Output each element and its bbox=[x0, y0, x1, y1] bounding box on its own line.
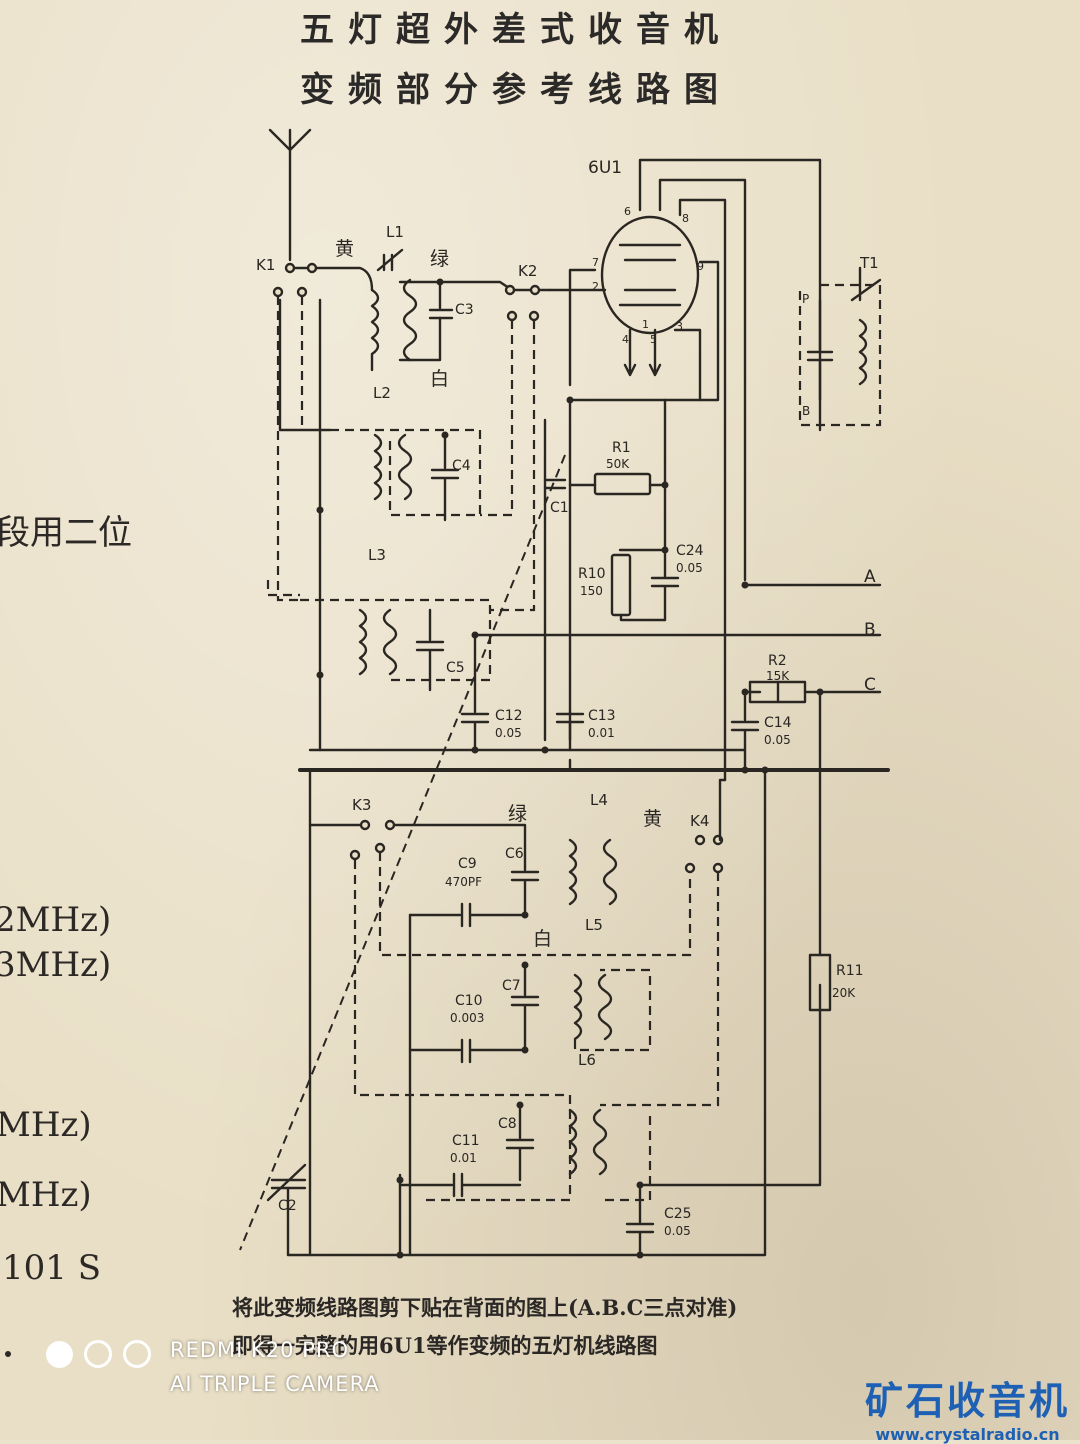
resistor-r10-label: R10 bbox=[578, 566, 606, 582]
coil-l3-label: L3 bbox=[368, 546, 386, 564]
site-logo-url: www.crystalradio.cn bbox=[875, 1425, 1060, 1444]
margin-fragment-6: 101 S bbox=[2, 1248, 101, 1288]
cap-c14-label: C14 bbox=[764, 715, 792, 731]
terminal-c-label: C bbox=[864, 675, 876, 695]
cap-c5-label: C5 bbox=[446, 660, 465, 676]
cap-c3-label: C3 bbox=[455, 302, 474, 318]
coil-l6-label: L6 bbox=[578, 1051, 596, 1069]
cap-c13-value: 0.01 bbox=[588, 726, 615, 740]
cap-c14-value: 0.05 bbox=[764, 733, 791, 747]
switch-k4-label: K4 bbox=[690, 812, 709, 830]
resistor-r1-label: R1 bbox=[612, 440, 631, 456]
tube-pin-6: 6 bbox=[624, 205, 631, 218]
cap-c13-label: C13 bbox=[588, 708, 616, 724]
resistor-r2-label: R2 bbox=[768, 653, 787, 669]
resistor-r11-value: 20K bbox=[832, 986, 856, 1000]
cap-c7-label: C7 bbox=[502, 978, 521, 994]
cap-c10-value: 0.003 bbox=[450, 1011, 484, 1025]
cap-c1-label: C1 bbox=[550, 500, 569, 516]
switch-k3-label: K3 bbox=[352, 796, 371, 814]
margin-fragment-3: 3MHz) bbox=[0, 945, 112, 985]
margin-fragment-2: 2MHz) bbox=[0, 900, 112, 940]
instruction-note-2: 即得一完整的用6U1等作变频的五灯机线路图 bbox=[232, 1333, 658, 1358]
margin-fragment-5: MHz) bbox=[0, 1175, 92, 1215]
cap-c9-value: 470PF bbox=[445, 875, 482, 889]
resistor-r11-label: R11 bbox=[836, 963, 864, 979]
wire-color-yellow-1: 黄 bbox=[335, 238, 354, 260]
watermark-dot-ring-2 bbox=[123, 1340, 152, 1368]
cap-c10-label: C10 bbox=[455, 993, 483, 1009]
site-logo: 矿石收音机 www.crystalradio.cn bbox=[865, 1370, 1070, 1444]
page-dot bbox=[5, 1351, 11, 1357]
tube-pin-5: 5 bbox=[650, 333, 657, 346]
site-logo-name: 矿石收音机 bbox=[864, 1379, 1070, 1423]
tube-pin-7: 7 bbox=[592, 256, 599, 269]
resistor-r10-value: 150 bbox=[580, 584, 603, 598]
t1-pin-b: B bbox=[802, 404, 810, 418]
margin-fragment-4: MHz) bbox=[0, 1105, 92, 1145]
coil-l4-label: L4 bbox=[590, 791, 608, 809]
watermark-dot-filled bbox=[46, 1340, 74, 1368]
wire-color-green-2: 绿 bbox=[508, 803, 527, 825]
camera-dots bbox=[5, 1340, 157, 1380]
transformer-t1-label: T1 bbox=[859, 254, 879, 272]
watermark-dot-ring-1 bbox=[84, 1340, 113, 1368]
cap-c25-value: 0.05 bbox=[664, 1224, 691, 1238]
camera-watermark-model: REDMI K20 PRO bbox=[170, 1338, 349, 1362]
cap-c2-label: C2 bbox=[278, 1198, 297, 1214]
cap-c12-value: 0.05 bbox=[495, 726, 522, 740]
cap-c8-label: C8 bbox=[498, 1116, 517, 1132]
title-line-1: 五灯超外差式收音机 bbox=[300, 10, 732, 50]
cap-c24-label: C24 bbox=[676, 543, 704, 559]
camera-watermark-subtitle: AI TRIPLE CAMERA bbox=[170, 1372, 380, 1396]
cap-c4-label: C4 bbox=[452, 458, 471, 474]
terminal-a-label: A bbox=[864, 567, 876, 587]
cap-c24-value: 0.05 bbox=[676, 561, 703, 575]
resistor-r1-value: 50K bbox=[606, 457, 630, 471]
tube-label: 6U1 bbox=[588, 158, 622, 178]
cap-c11-label: C11 bbox=[452, 1133, 480, 1149]
wire-color-green-1: 绿 bbox=[430, 248, 449, 270]
cap-c12-label: C12 bbox=[495, 708, 523, 724]
title-line-2: 变频部分参考线路图 bbox=[300, 70, 732, 110]
t1-pin-p: P bbox=[802, 292, 809, 306]
tube-pin-9: 9 bbox=[697, 260, 704, 273]
cap-c25-label: C25 bbox=[664, 1206, 692, 1222]
switch-k2-label: K2 bbox=[518, 262, 537, 280]
cap-c9-label: C9 bbox=[458, 856, 477, 872]
margin-fragment-1: 段用二位 bbox=[0, 513, 132, 553]
tube-pin-3: 3 bbox=[676, 320, 683, 333]
cap-c6-label: C6 bbox=[505, 846, 524, 862]
tube-pin-1: 1 bbox=[642, 318, 649, 331]
tube-pin-4: 4 bbox=[622, 333, 629, 346]
tube-pin-8: 8 bbox=[682, 212, 689, 225]
antenna-symbol bbox=[268, 128, 312, 262]
coil-l2-label: L2 bbox=[373, 384, 391, 402]
wire-color-yellow-2: 黄 bbox=[643, 808, 662, 830]
wire-color-white-2: 白 bbox=[533, 928, 552, 950]
terminal-b-label: B bbox=[864, 620, 876, 640]
coil-l1-label: L1 bbox=[386, 223, 404, 241]
wire-color-white-1: 白 bbox=[430, 368, 449, 390]
resistor-r2-value: 15K bbox=[766, 669, 790, 683]
tube-pin-2: 2 bbox=[592, 280, 599, 293]
switch-k1-label: K1 bbox=[256, 256, 275, 274]
instruction-note-1: 将此变频线路图剪下贴在背面的图上(A.B.C三点对准) bbox=[232, 1295, 738, 1320]
coil-l5-label: L5 bbox=[585, 916, 603, 934]
cap-c11-value: 0.01 bbox=[450, 1151, 477, 1165]
